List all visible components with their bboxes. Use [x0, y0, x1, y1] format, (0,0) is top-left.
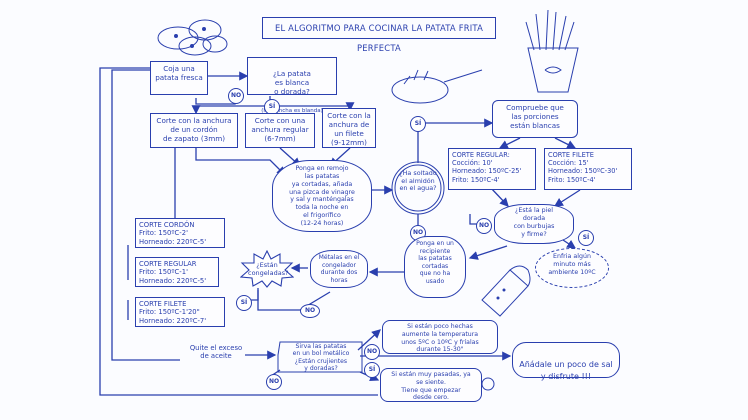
cut-regular-node: Corte con una anchura regular (6-7mm) [245, 113, 315, 148]
remove-oil-node: Quite el exceso de aceite [189, 344, 243, 361]
skin-golden-decision: ¿Está la piel dorada con burbujas y firm… [494, 204, 574, 244]
label-si-4: SÍ [236, 295, 252, 311]
label-no-6: NO [364, 344, 380, 360]
label-no-4: NO [300, 304, 320, 318]
frying-pan-sketch [391, 69, 483, 104]
undercooked-node: Si están poco hechas aumente la temperat… [382, 320, 498, 354]
cool-more-node: Enfria algún minuto más ambiente 10ºC [535, 248, 609, 288]
end-node-add-salt: Añádale un poco de sal y disfrute !!! [512, 342, 620, 381]
decision-white-text: ¿La patata es blanca o dorada? [273, 69, 311, 96]
label-no-1: NO [228, 88, 244, 104]
serve-decision-node: Sirva las patatas en un bol metálico ¿Es… [292, 343, 350, 372]
label-no-5: NO [266, 374, 282, 390]
filete-cook-times: CORTE FILETE Cocción: 15' Horneado: 150º… [544, 148, 632, 190]
overcooked-node: Si están muy pasadas, ya se siente. Tien… [380, 368, 482, 402]
check-portions-node: Compruebe que las porciones están blanca… [492, 100, 578, 138]
container-node: Ponga en un recipiente las patatas corta… [404, 236, 466, 298]
label-no-3: NO [476, 218, 492, 234]
starch-decision-node: ¿Ha soltado el almidón en el agua? [399, 169, 437, 193]
cut-cordon-node: Corte con la anchura de un cordón de zap… [150, 113, 238, 148]
soak-overnight-node: Ponga en remojo las patatas ya cortadas,… [272, 160, 372, 232]
label-si-3: SÍ [578, 230, 594, 246]
label-si-2: SÍ [410, 116, 426, 132]
cut-filete-node: Corte con la anchura de un filete (9-12m… [322, 108, 376, 148]
page-title: EL ALGORITMO PARA COCINAR LA PATATA FRIT… [262, 17, 496, 53]
frozen-decision-text: ¿Están congeladas? [248, 261, 289, 277]
regular-cook-times: CORTE REGULAR: Cocción: 10' Horneado: 15… [448, 148, 536, 190]
fry-filete-node: CORTE FILETE Frito: 150ºC-1'20" Horneado… [135, 297, 225, 327]
potatoes-sketch [157, 19, 228, 56]
label-si-5: SÍ [364, 362, 380, 378]
freezer-node: Métalas en el congelador durante dos hor… [310, 250, 368, 288]
fry-regular-node: CORTE REGULAR Frito: 150ºC-1' Horneado: … [135, 257, 219, 287]
starburst-shape [240, 250, 294, 288]
fry-cordon-node: CORTE CORDÓN Frito: 150ºC-2' Horneado: 2… [135, 218, 225, 248]
decision-white-or-golden: ¿La patata es blanca o dorada? (la manch… [247, 57, 337, 114]
fries-cone-sketch [525, 9, 579, 93]
frozen-decision-node: ¿Están congeladas? [240, 250, 294, 288]
start-node-fresh-potato: Coja una patata fresca [150, 61, 208, 95]
salt-shaker-sketch [481, 265, 531, 317]
end-node-text: Añádale un poco de sal y disfrute !!! [519, 360, 613, 381]
sad-face-icon [481, 377, 495, 391]
